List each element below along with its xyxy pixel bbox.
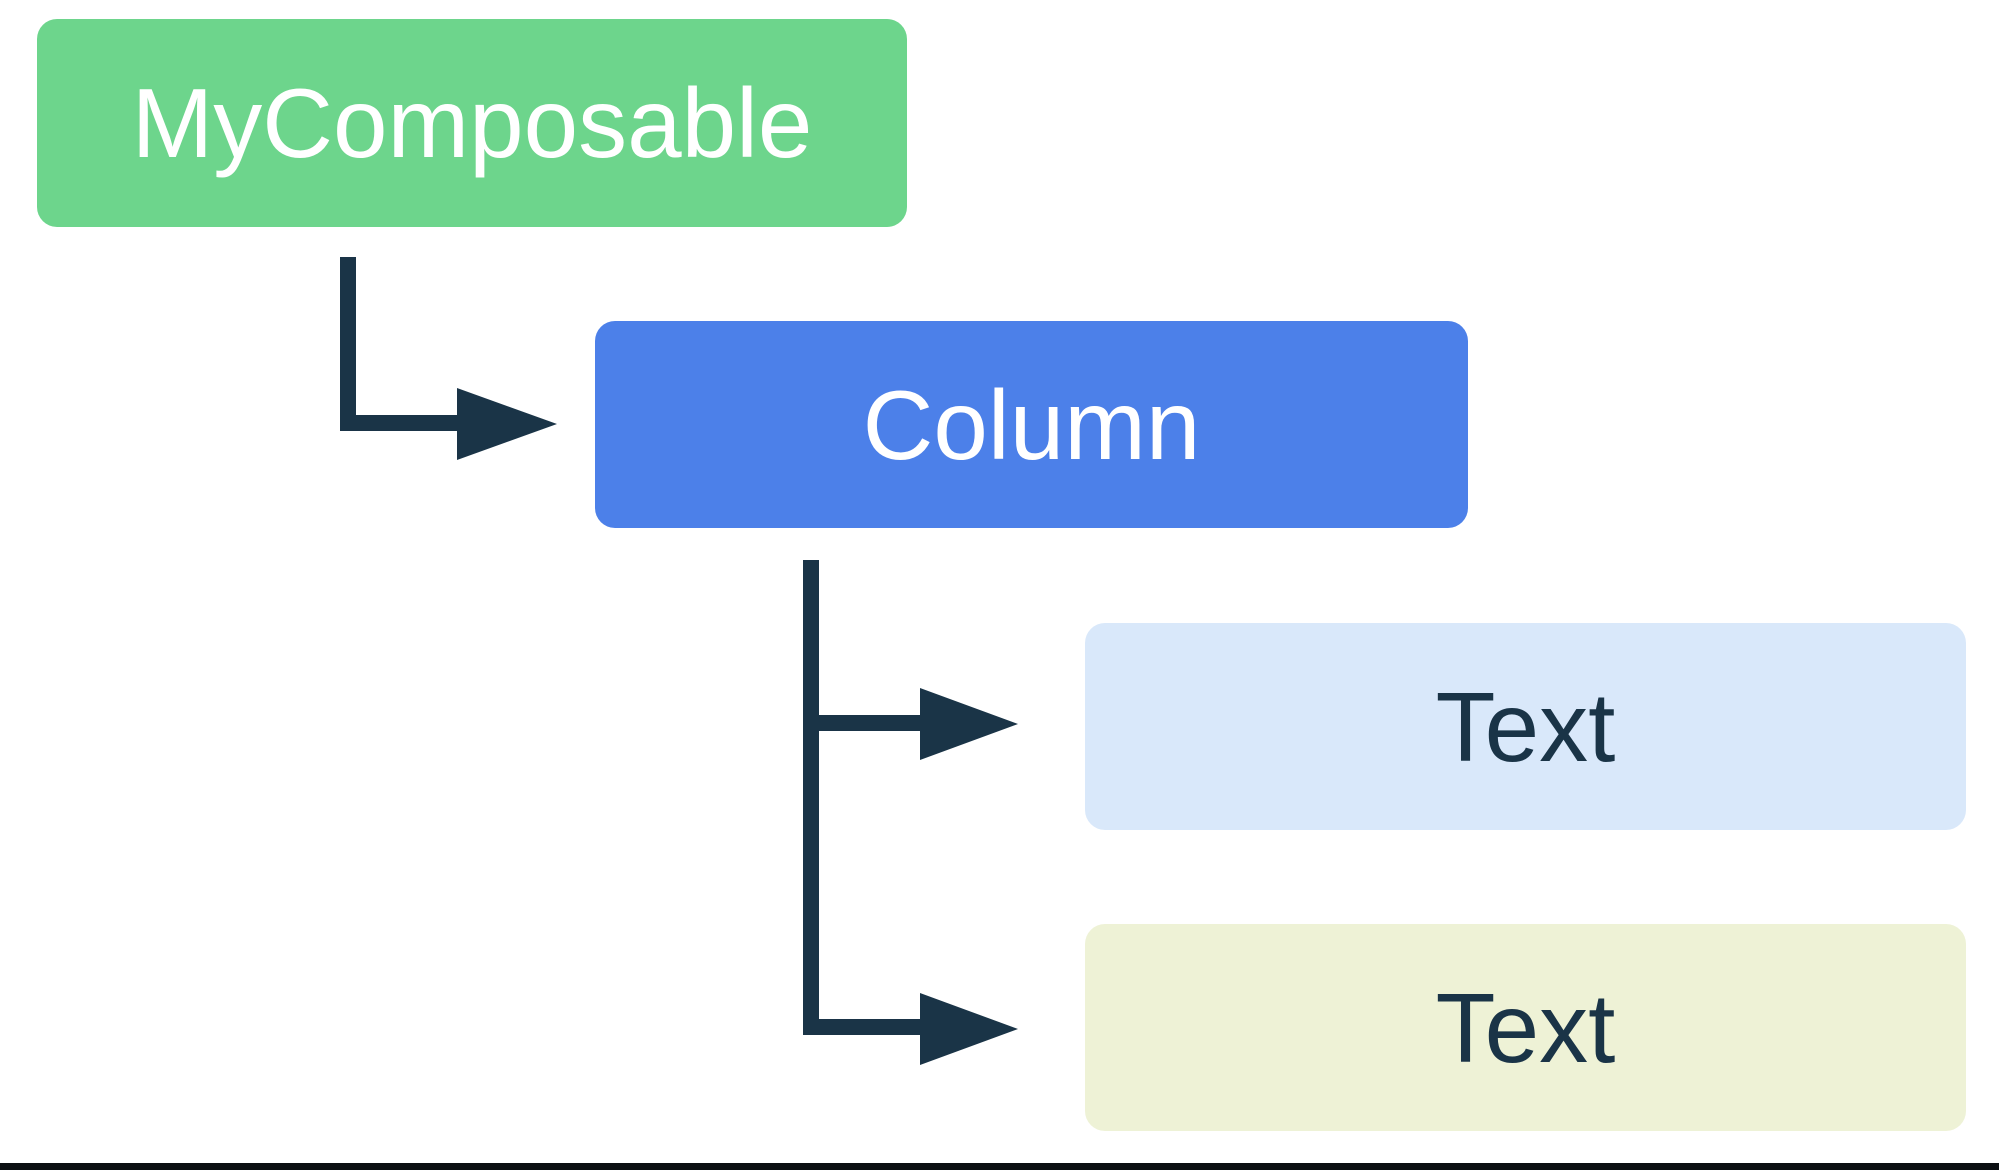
node-column-label: Column xyxy=(862,369,1201,480)
node-text-2: Text xyxy=(1085,924,1966,1131)
node-text-1-label: Text xyxy=(1435,671,1616,782)
trunk-connector-column-children xyxy=(803,560,920,1035)
arrowhead-to-column-icon xyxy=(457,388,557,460)
arrowhead-to-text-1-icon xyxy=(920,688,1018,760)
node-mycomposable-label: MyComposable xyxy=(131,68,813,178)
node-text-1: Text xyxy=(1085,623,1966,830)
node-column: Column xyxy=(595,321,1468,528)
node-text-2-label: Text xyxy=(1435,972,1616,1083)
elbow-connector-mycomposable-to-column xyxy=(340,257,457,431)
node-mycomposable: MyComposable xyxy=(37,19,907,227)
bottom-border-line xyxy=(0,1163,1999,1170)
arrowhead-to-text-2-icon xyxy=(920,993,1018,1065)
